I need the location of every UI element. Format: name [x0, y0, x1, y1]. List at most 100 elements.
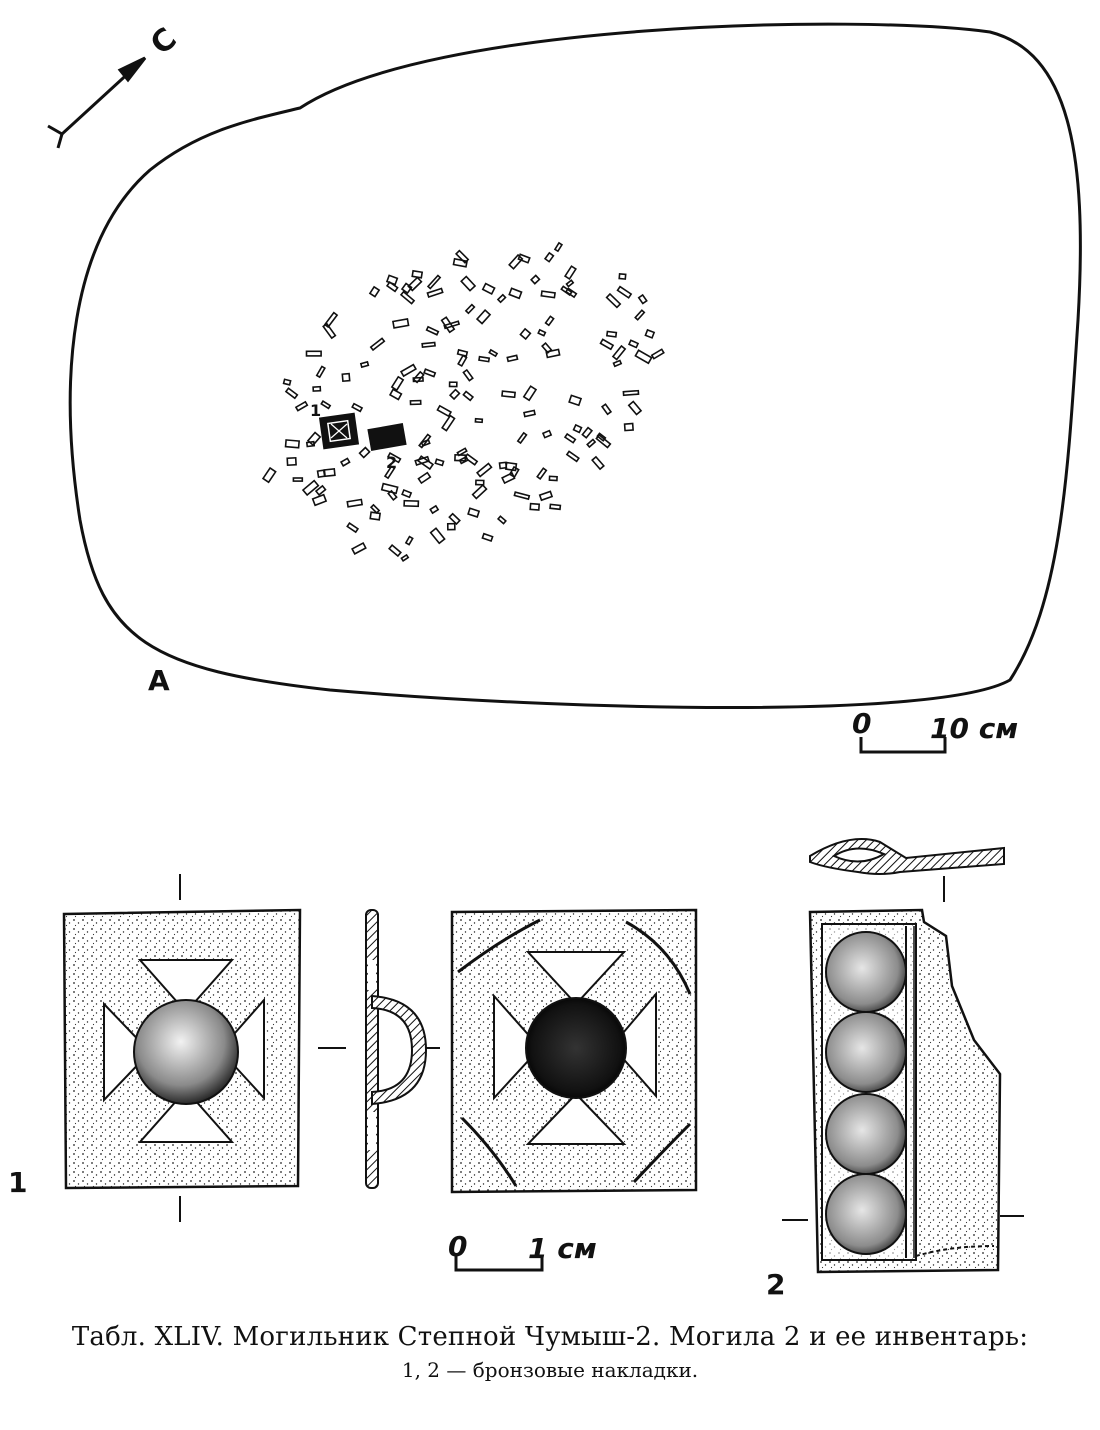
fragment	[400, 553, 410, 562]
caption-line-2: 1, 2 — бронзовые накладки.	[401, 1358, 699, 1382]
fragment	[421, 341, 436, 349]
plan-scale-bar: 0 10 см	[852, 707, 1018, 754]
fragment	[412, 370, 425, 384]
fragment	[387, 452, 402, 464]
north-label: С	[144, 21, 183, 62]
fragment	[434, 458, 445, 467]
fragment	[420, 438, 431, 447]
panel-label-a: А	[148, 664, 170, 697]
fragment	[390, 375, 405, 392]
fragment	[481, 282, 496, 295]
fragment	[341, 372, 351, 383]
fragment	[600, 403, 613, 416]
fragment	[563, 432, 577, 444]
fragment	[622, 389, 640, 397]
scatter-fragments	[261, 241, 665, 562]
fragment	[323, 311, 339, 329]
fragment	[616, 285, 633, 299]
fragment	[536, 467, 548, 480]
fragment	[581, 426, 594, 439]
fragment	[423, 368, 437, 378]
fragment	[475, 309, 492, 325]
fragment	[481, 532, 494, 543]
fragment	[312, 385, 322, 392]
fragment	[467, 507, 481, 518]
fragment	[426, 287, 444, 298]
fragment	[508, 465, 520, 479]
fragment	[637, 293, 648, 305]
fragment	[650, 348, 665, 360]
fragment	[380, 482, 399, 495]
fragment	[537, 328, 547, 337]
fragment	[462, 390, 475, 402]
plaque-1-back-boss	[525, 997, 627, 1099]
fragment	[595, 433, 612, 449]
fragment	[323, 468, 336, 478]
fragment	[399, 363, 417, 378]
fragment	[460, 275, 477, 292]
fragment	[425, 325, 440, 336]
fragment	[572, 423, 583, 434]
plaque-1-profile	[318, 909, 440, 1189]
fragment	[501, 390, 516, 399]
fragment	[644, 328, 656, 339]
fragment	[475, 462, 493, 478]
fragment	[292, 477, 304, 482]
fragment	[523, 409, 536, 418]
fragment	[282, 378, 292, 386]
fragment	[418, 433, 432, 449]
fragment	[416, 455, 435, 471]
find-1-label: 1	[310, 401, 321, 420]
fragment	[529, 502, 541, 511]
fragment	[560, 285, 573, 297]
find-1-marker	[318, 412, 360, 450]
fragment	[284, 439, 301, 449]
fragment	[403, 499, 420, 508]
fragment	[565, 279, 575, 288]
fragment	[305, 350, 322, 357]
fragment	[462, 368, 474, 382]
fragment	[457, 354, 468, 367]
fragment	[448, 512, 461, 526]
fragment	[612, 359, 623, 368]
fragment	[474, 417, 484, 424]
fragment	[399, 290, 416, 305]
fragment	[456, 348, 469, 358]
fragment	[429, 504, 440, 515]
plate-caption: Табл. XLIV. Могильник Степной Чумыш-2. М…	[0, 1322, 1100, 1382]
grave-outline	[68, 22, 1082, 709]
fragment	[417, 471, 432, 485]
plaque-2-section	[809, 838, 1005, 902]
fragment	[311, 493, 328, 507]
fragment	[383, 465, 396, 480]
fragment	[464, 303, 476, 315]
fragment	[475, 479, 485, 486]
fragment	[369, 503, 381, 515]
fragment	[456, 447, 468, 457]
plan-scale-zero: 0	[852, 707, 871, 740]
fragment	[369, 511, 382, 521]
fragment	[346, 521, 360, 534]
fragment	[627, 339, 640, 349]
plaque-2-plate	[782, 908, 1024, 1274]
fragment	[388, 388, 403, 401]
fragment	[454, 453, 467, 462]
item-1-label: 1	[8, 1166, 27, 1199]
fragment	[448, 381, 458, 388]
fragment	[496, 293, 507, 304]
fragment	[543, 251, 555, 263]
fragment	[316, 469, 326, 479]
fragment	[286, 456, 297, 467]
fragment	[522, 385, 538, 402]
fragment	[320, 400, 332, 410]
fragment	[306, 431, 322, 447]
fragment	[478, 355, 491, 363]
fragment	[458, 455, 469, 465]
fragment	[591, 455, 605, 471]
fragment	[508, 253, 524, 270]
fragment	[388, 544, 402, 558]
plaque-1-boss	[133, 999, 239, 1105]
fragment	[392, 318, 410, 329]
fragment	[516, 431, 528, 445]
